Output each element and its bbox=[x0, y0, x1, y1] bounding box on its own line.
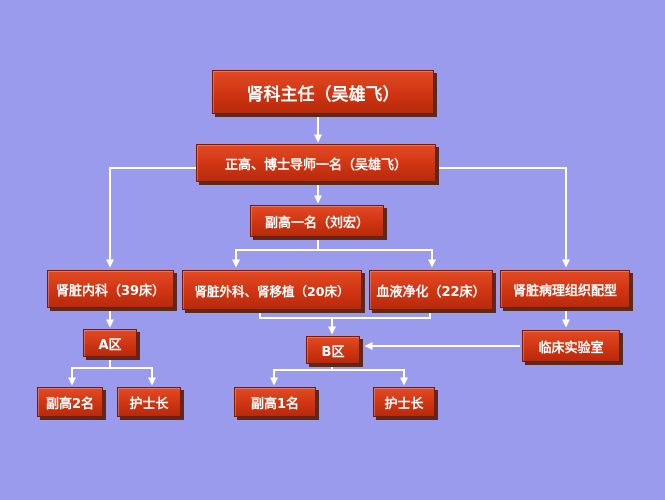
renal-pathology-box: 肾脏病理组织配型 bbox=[500, 270, 630, 308]
clinical-lab-box: 临床实验室 bbox=[522, 330, 620, 362]
clinical-lab-label: 临床实验室 bbox=[538, 340, 604, 356]
zone-b-box: B区 bbox=[306, 336, 360, 364]
nephrology-surgery-box: 肾脏外科、肾移植（20床） bbox=[182, 270, 362, 310]
senior-doctoral-label: 正高、博士导师一名（吴雄飞） bbox=[224, 157, 407, 173]
director-box: 肾科主任（吴雄飞） bbox=[212, 70, 434, 114]
zone-a-associate-box: 副高2名 bbox=[37, 387, 103, 417]
connector-zone-a-split bbox=[68, 357, 111, 386]
senior-doctoral-box: 正高、博士导师一名（吴雄飞） bbox=[196, 144, 436, 182]
renal-pathology-label: 肾脏病理组织配型 bbox=[512, 283, 617, 299]
nephrology-surgery-label: 肾脏外科、肾移植（20床） bbox=[194, 283, 350, 299]
zone-b-associate-box: 副高1名 bbox=[234, 387, 316, 417]
connector-zone-b-split bbox=[270, 364, 333, 386]
zone-a-head-nurse-box: 护士长 bbox=[117, 387, 181, 417]
connector-associate-surgery bbox=[232, 249, 318, 268]
blood-purification-box: 血液净化（22床） bbox=[369, 270, 493, 310]
nephrology-internal-box: 肾脏内科（39床） bbox=[47, 270, 174, 308]
zone-a-head-nurse-label: 护士长 bbox=[129, 396, 169, 412]
zone-b-associate-label: 副高1名 bbox=[250, 396, 300, 412]
associate-label: 副高一名（刘宏） bbox=[264, 215, 369, 231]
connector-zone-b-nurse bbox=[332, 369, 408, 386]
connector-zone-a-nurse bbox=[110, 367, 156, 386]
connector-senior-pathology bbox=[436, 167, 570, 268]
nephrology-internal-label: 肾脏内科（39床） bbox=[55, 283, 166, 299]
director-label: 肾科主任（吴雄飞） bbox=[246, 84, 400, 105]
connector-surgery-blood-join bbox=[259, 311, 431, 319]
connector-senior-internal bbox=[106, 167, 196, 268]
zone-a-associate-label: 副高2名 bbox=[45, 396, 95, 412]
connector-associate-blood bbox=[318, 249, 436, 268]
zone-a-box: A区 bbox=[83, 329, 137, 357]
zone-b-head-nurse-label: 护士长 bbox=[384, 396, 424, 412]
zone-b-label: B区 bbox=[321, 344, 345, 360]
zone-b-head-nurse-box: 护士长 bbox=[373, 387, 435, 417]
associate-box: 副高一名（刘宏） bbox=[250, 205, 384, 237]
blood-purification-label: 血液净化（22床） bbox=[376, 284, 486, 300]
zone-a-label: A区 bbox=[98, 337, 122, 353]
